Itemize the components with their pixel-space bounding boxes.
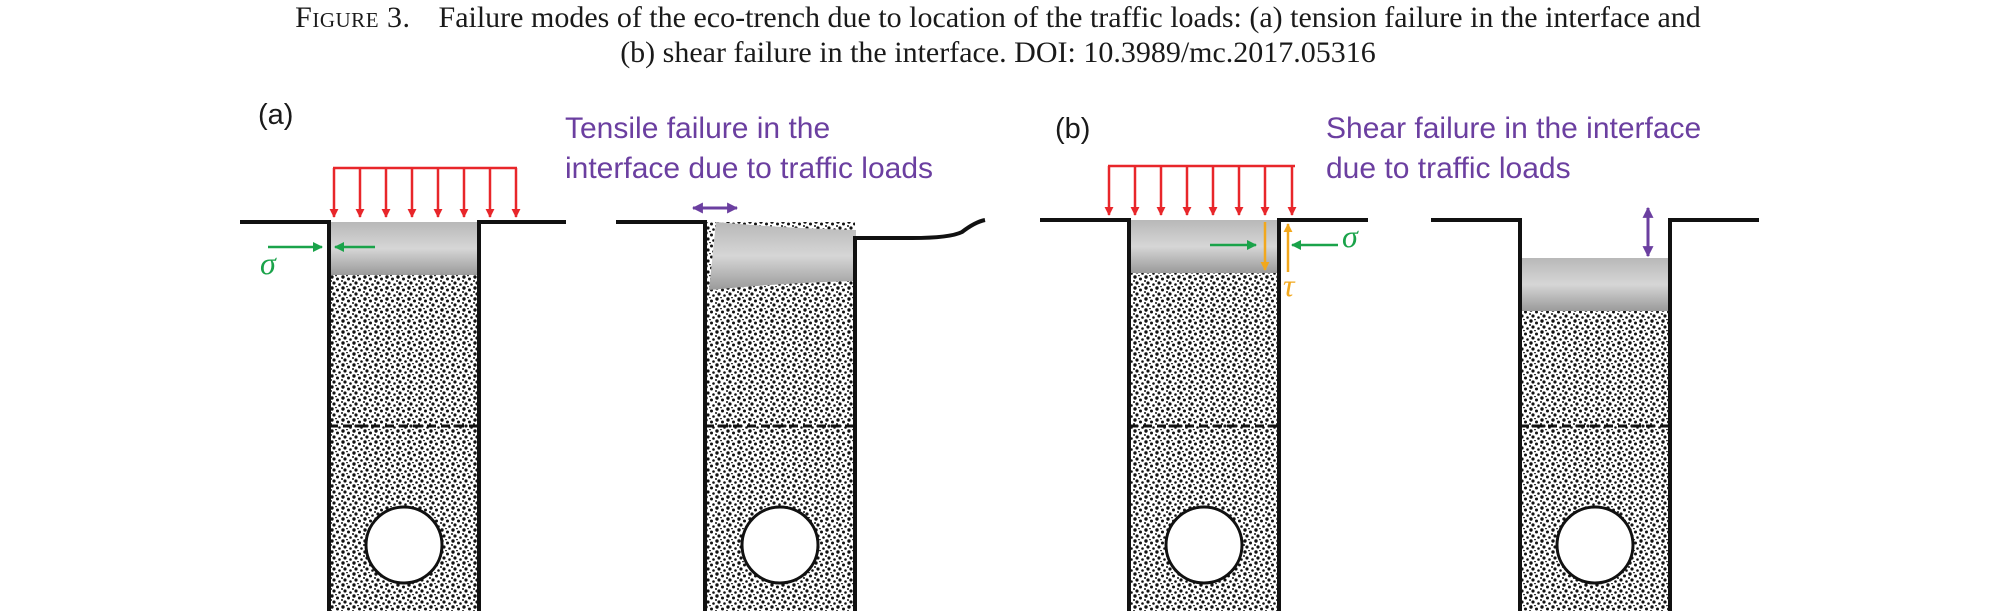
pipe-icon	[1555, 505, 1635, 585]
normal-stress-symbol: σ	[260, 245, 277, 281]
trench-outline	[1040, 218, 1368, 611]
surface-layer-detached	[709, 222, 856, 290]
shear-arrow-icon	[1260, 222, 1293, 272]
surface-layer	[329, 222, 479, 275]
trench-b-loaded: σ τ (b)	[1040, 113, 1368, 611]
shear-note-line-1: Shear failure in the interface	[1326, 112, 1701, 145]
trench-a-loaded: σ (a)	[240, 99, 566, 611]
tensile-note-line-2: interface due to traffic loads	[565, 152, 933, 185]
trench-a-tensile-failure: Tensile failure in the interface due to …	[565, 112, 986, 611]
trench-b-shear-failure: Shear failure in the interface due to tr…	[1326, 112, 1759, 611]
figure-caption: Figure 3. Failure modes of the eco-trench…	[0, 0, 1996, 70]
caption-line-2: (b) shear failure in the interface. DOI:…	[0, 35, 1996, 70]
shear-note-line-2: due to traffic loads	[1326, 152, 1571, 185]
trench-outline	[240, 220, 566, 611]
caption-text-2: (b) shear failure in the interface.	[620, 36, 1015, 69]
panel-label-b: (b)	[1055, 113, 1090, 145]
surface-layer-settled	[1520, 258, 1670, 311]
load-arrow-icon	[1104, 164, 1297, 216]
caption-text-1: Failure modes of the eco-trench due to l…	[438, 1, 1701, 34]
normal-stress-symbol: σ	[1342, 218, 1359, 254]
pipe-icon	[364, 505, 444, 585]
figure-label: Figure 3.	[295, 1, 411, 34]
pipe-icon	[740, 505, 820, 585]
surface-layer	[1129, 220, 1279, 273]
panel-label-a: (a)	[258, 99, 293, 131]
tensile-note-line-1: Tensile failure in the	[565, 112, 830, 145]
shear-stress-symbol: τ	[1283, 267, 1296, 303]
doi-value: : 10.3989/mc.2017.05316	[1067, 36, 1376, 69]
load-arrow-icon	[329, 166, 521, 218]
trench-outline	[1431, 218, 1759, 611]
doi-label: DOI	[1014, 36, 1068, 69]
trench-outline	[616, 218, 986, 611]
pipe-icon	[1164, 505, 1244, 585]
caption-line-1: Figure 3. Failure modes of the eco-trench…	[0, 0, 1996, 35]
